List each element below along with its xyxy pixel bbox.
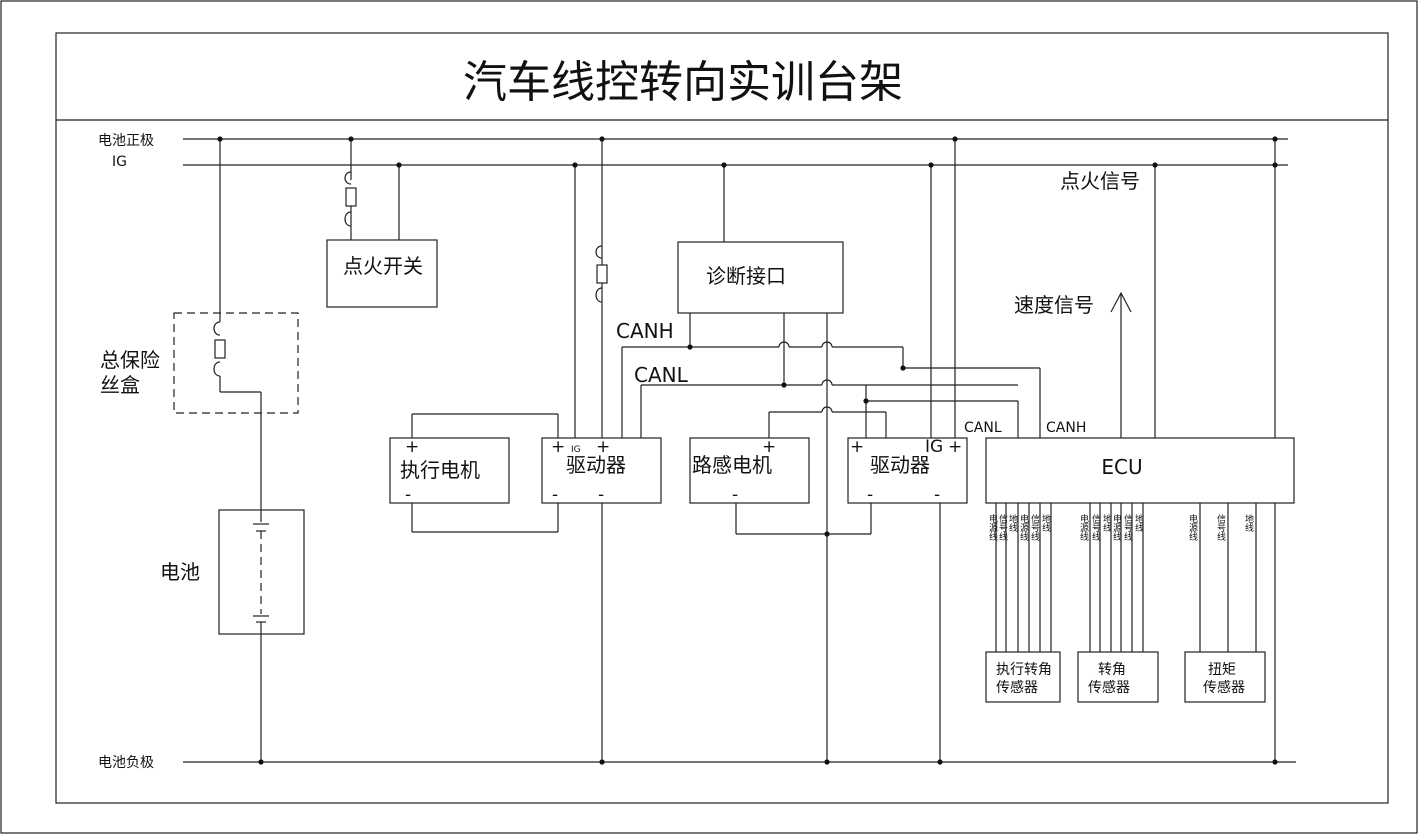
ignition-signal-label: 点火信号 xyxy=(1060,169,1140,193)
svg-text:电源线: 电源线 xyxy=(989,513,998,543)
ignition-switch-box xyxy=(326,239,438,308)
inner-frame xyxy=(55,32,1389,804)
svg-text:电源线: 电源线 xyxy=(1080,513,1089,543)
left-driver-minus2: - xyxy=(598,485,604,505)
diagnostic-port-box xyxy=(677,241,844,314)
torque-sensor-box xyxy=(1184,651,1266,703)
torque-sensor-wires xyxy=(1199,503,1257,652)
actuator-minus: - xyxy=(405,485,411,505)
left-driver-label: 驱动器 xyxy=(566,453,626,477)
driver-fuse-icon xyxy=(596,264,608,284)
torque-sensor-label-1: 扭矩 xyxy=(1208,662,1236,678)
svg-text:电源线: 电源线 xyxy=(1113,513,1122,543)
torque-sensor-label-2: 传感器 xyxy=(1203,679,1245,696)
svg-text:信号线: 信号线 xyxy=(999,513,1008,543)
left-driver-plus2: + xyxy=(596,437,610,457)
canh-left-label: CANH xyxy=(616,319,674,343)
ignition-fuse-icon xyxy=(345,187,357,207)
ecu-label: ECU xyxy=(1101,455,1142,479)
label-ig: IG xyxy=(112,154,127,170)
left-driver-ig: IG xyxy=(571,445,581,455)
canl-left-label: CANL xyxy=(634,363,689,387)
left-driver-box xyxy=(541,437,662,504)
right-driver-plus1: + xyxy=(850,437,864,457)
road-motor-plus: + xyxy=(762,437,776,457)
right-driver-plus2: + xyxy=(948,437,962,457)
angle-sensor-label-2: 传感器 xyxy=(1088,679,1130,696)
road-motor-minus: - xyxy=(732,485,738,505)
speed-signal-label: 速度信号 xyxy=(1014,293,1094,317)
right-driver-minus1: - xyxy=(867,485,873,505)
ignition-switch-label: 点火开关 xyxy=(343,254,423,278)
right-driver-ig: IG xyxy=(925,437,943,457)
canl-ecu-label: CANL xyxy=(964,420,1002,436)
actuator-motor-label: 执行电机 xyxy=(400,458,480,482)
page-title: 汽车线控转向实训台架 xyxy=(463,57,903,108)
road-feel-motor-box xyxy=(689,437,810,504)
svg-text:信号线: 信号线 xyxy=(1092,513,1101,543)
angle-sensor-label-1: 转角 xyxy=(1098,662,1126,678)
left-driver-plus1: + xyxy=(551,437,565,457)
svg-text:信号线: 信号线 xyxy=(1124,513,1133,543)
main-fuse-box xyxy=(173,312,299,414)
ecu-box xyxy=(985,437,1295,504)
svg-text:电源线: 电源线 xyxy=(1189,513,1198,543)
canh-ecu-label: CANH xyxy=(1046,420,1086,436)
svg-text:地线: 地线 xyxy=(1245,513,1254,534)
actuator-angle-sensor-box xyxy=(985,651,1061,703)
actuator-motor-box xyxy=(389,437,510,504)
road-feel-motor-label: 路感电机 xyxy=(692,453,772,477)
diagnostic-port-label: 诊断接口 xyxy=(706,264,786,288)
battery-label: 电池 xyxy=(160,560,200,584)
main-fuse-label-2: 丝盒 xyxy=(100,373,140,397)
angle-sensor-wires xyxy=(1089,503,1144,652)
actuator-angle-sensor-label-1: 执行转角 xyxy=(996,662,1052,678)
main-fuse-label-1: 总保险 xyxy=(100,348,160,372)
svg-text:电源线: 电源线 xyxy=(1020,513,1029,543)
actuator-sensor-wires xyxy=(995,503,1052,652)
svg-text:地线: 地线 xyxy=(1103,513,1112,534)
svg-text:地线: 地线 xyxy=(1009,513,1018,534)
label-battery-positive: 电池正极 xyxy=(98,133,154,149)
right-driver-minus2: - xyxy=(934,485,940,505)
svg-text:地线: 地线 xyxy=(1042,513,1051,534)
label-battery-negative: 电池负极 xyxy=(98,755,154,771)
actuator-angle-sensor-label-2: 传感器 xyxy=(996,679,1038,696)
svg-text:地线: 地线 xyxy=(1135,513,1144,534)
right-driver-box xyxy=(847,437,968,504)
svg-text:信号线: 信号线 xyxy=(1217,513,1226,543)
svg-text:信号线: 信号线 xyxy=(1031,513,1040,543)
actuator-plus: + xyxy=(405,437,419,457)
right-driver-label: 驱动器 xyxy=(870,453,930,477)
main-fuse-icon xyxy=(214,339,226,359)
angle-sensor-box xyxy=(1077,651,1159,703)
left-driver-minus1: - xyxy=(552,485,558,505)
junction-dots xyxy=(217,136,1278,765)
